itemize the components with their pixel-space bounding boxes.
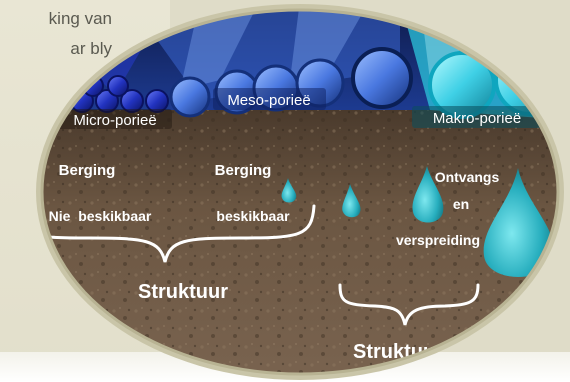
- storage-label-1: Berging: [59, 162, 116, 179]
- oval-contents: Micro-porieë Meso-porieë Makro-porieë Be…: [20, 0, 570, 382]
- storage-label-2: Berging: [215, 162, 272, 179]
- reception-label-line-2: en: [453, 196, 469, 212]
- not-available-label: Nie beskikbaar: [49, 208, 152, 224]
- reception-label-line-1: Ontvangs: [435, 169, 500, 185]
- available-label: beskikbaar: [216, 208, 290, 224]
- reception-label-line-3: verspreiding: [396, 232, 480, 248]
- structure-label-left: Struktuur: [138, 281, 228, 303]
- macro-pores-label: Makro-porieë: [433, 110, 521, 127]
- meso-pores-label: Meso-porieë: [227, 92, 310, 109]
- micro-pores-label: Micro-porieë: [73, 112, 156, 129]
